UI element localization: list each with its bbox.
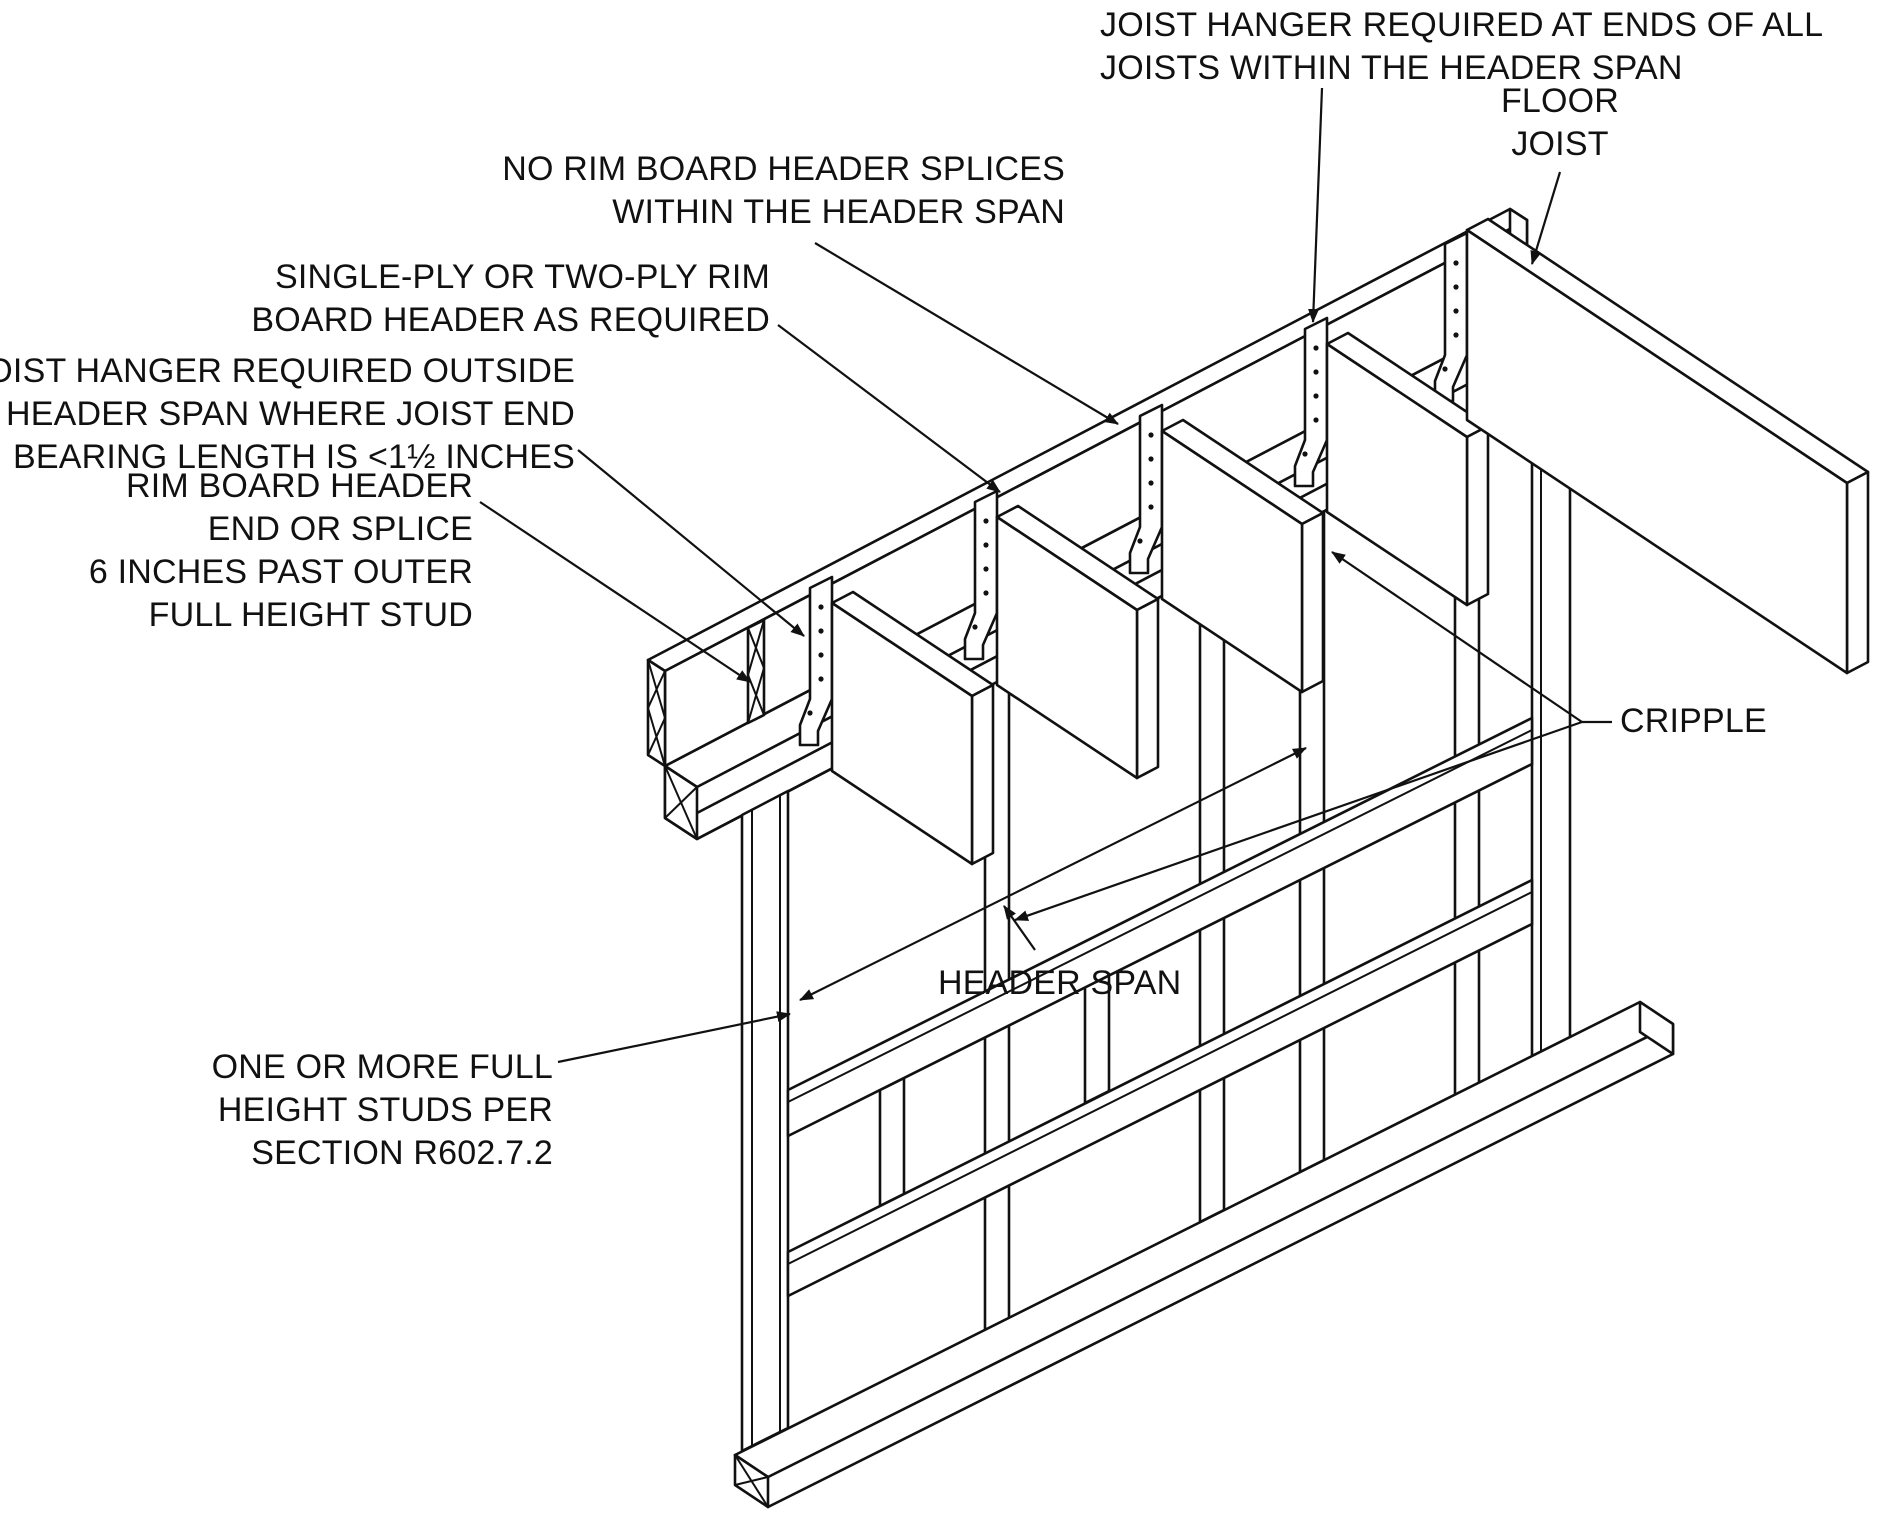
short-stud-1 (878, 1076, 906, 1208)
label-joist-hanger-outside: JOIST HANGER REQUIRED OUTSIDE OF HEADER … (0, 352, 575, 476)
label-cripple: CRIPPLE (1620, 702, 1767, 740)
leader-rim-end-splice (479, 501, 751, 683)
floor-joist-labeled (1465, 217, 1870, 675)
joist-3 (1160, 418, 1325, 694)
leader-floor-joist (1530, 171, 1562, 265)
floor-joists (830, 217, 1870, 866)
rim-splice-end (746, 618, 766, 725)
label-full-height-studs: ONE OR MORE FULL HEIGHT STUDS PER SECTIO… (211, 1048, 553, 1172)
leader-rim-board-header (777, 324, 1001, 493)
label-rim-board-header: SINGLE-PLY OR TWO-PLY RIM BOARD HEADER A… (251, 258, 770, 339)
lower-rail-blocking (786, 878, 1534, 1298)
leader-joist-hanger-outside (577, 449, 805, 637)
label-joist-hanger-header-span: JOIST HANGER REQUIRED AT ENDS OF ALL JOI… (1100, 6, 1824, 87)
label-no-splices: NO RIM BOARD HEADER SPLICES WITHIN THE H… (502, 150, 1065, 231)
header-span-dimension (799, 747, 1307, 1001)
bottom-plate (733, 1000, 1675, 1509)
label-floor-joist: FLOOR JOIST (1500, 82, 1620, 163)
leader-full-height-studs (557, 1011, 791, 1064)
joist-2 (995, 504, 1160, 780)
label-rim-end-splice: RIM BOARD HEADER END OR SPLICE 6 INCHES … (88, 467, 473, 634)
left-full-height-stud (740, 789, 790, 1453)
leader-no-splices (814, 242, 1119, 425)
joist-hangers (798, 231, 1469, 747)
leader-joist-hanger-header-span (1308, 87, 1324, 323)
label-header-span: HEADER SPAN (938, 964, 1182, 1002)
